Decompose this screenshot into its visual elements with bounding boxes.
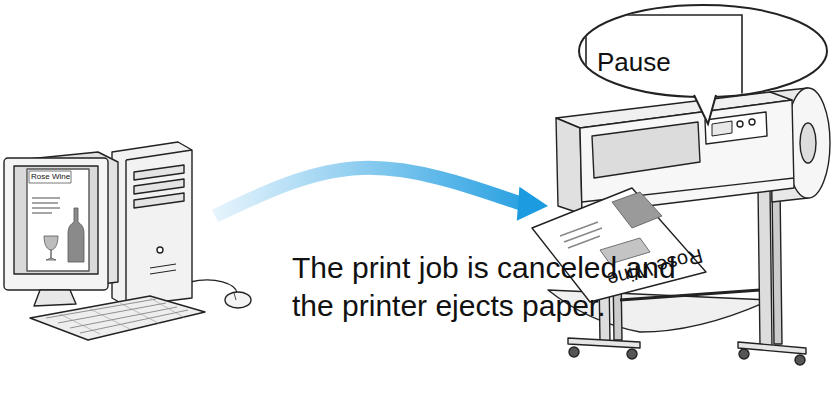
display-panel (586, 15, 742, 113)
caption: The print job is canceled and the printe… (292, 249, 697, 325)
printer-node: Rose Wine (548, 100, 832, 365)
bubble-ellipse (579, 5, 827, 97)
status-message: Pause (597, 49, 671, 75)
flow-arrow (215, 168, 548, 221)
printer-illustration (532, 88, 830, 365)
arrow-head (517, 187, 548, 221)
computer-node: Rose Wine (0, 140, 215, 340)
bubble-tail (693, 93, 717, 124)
bubble-tail-outline (694, 95, 716, 124)
arrow-shaft (215, 168, 522, 216)
computer-illustration (4, 142, 251, 340)
screen-title: Rose Wine (31, 173, 70, 181)
speech-bubble: Pause (578, 3, 828, 99)
